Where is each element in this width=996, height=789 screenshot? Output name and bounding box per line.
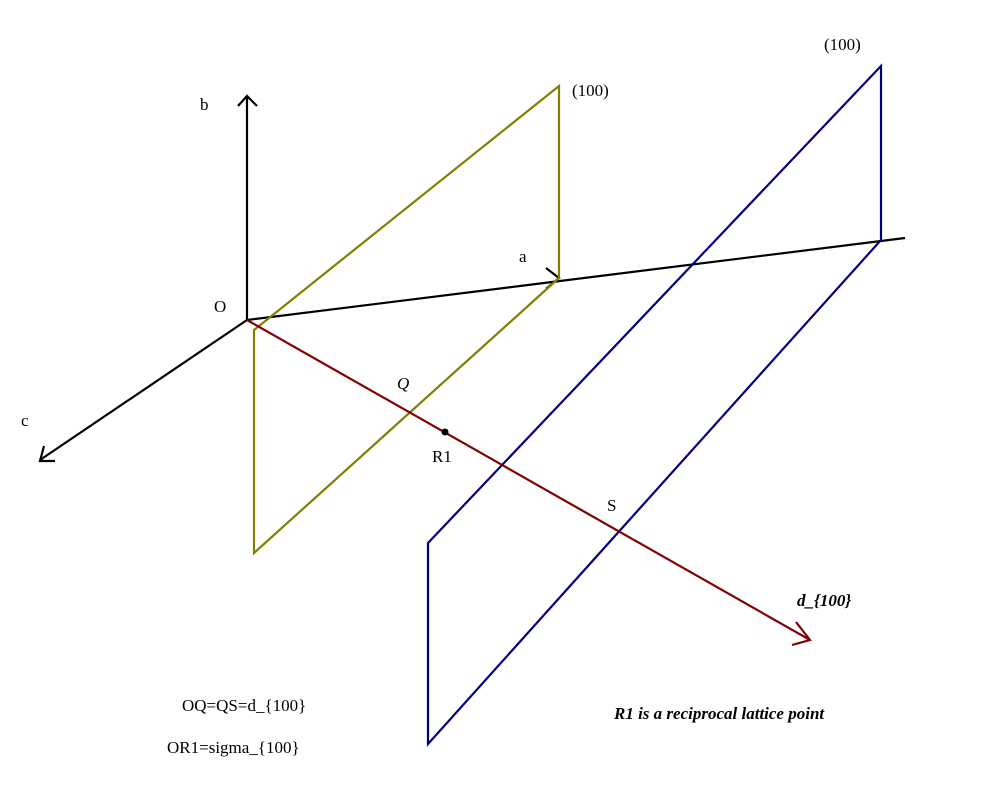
axis-a-line	[246, 236, 906, 322]
axis-c-arrowhead	[38, 445, 55, 463]
point-r1-dot	[441, 428, 449, 436]
axis-c-line	[39, 319, 248, 461]
normal-vector-line	[246, 319, 811, 641]
caption-reciprocal-point: R1 is a reciprocal lattice point	[614, 704, 825, 723]
label-plane-far-miller: (100)	[824, 35, 861, 54]
note-sigma-equation: OR1=sigma_{100}	[167, 738, 300, 757]
plane-100-near	[252, 83, 561, 556]
label-axis-a: a	[519, 247, 527, 266]
label-normal-vector: d_{100}	[797, 591, 852, 610]
note-distance-equation: OQ=QS=d_{100}	[182, 696, 307, 715]
normal-vector-arrowhead	[791, 621, 812, 647]
label-point-r1: R1	[432, 447, 452, 466]
label-point-s: S	[607, 496, 617, 515]
label-plane-near-miller: (100)	[572, 81, 609, 100]
label-axis-c: c	[21, 411, 29, 430]
label-axis-b: b	[200, 95, 209, 114]
label-origin: O	[214, 297, 227, 316]
label-point-q: Q	[397, 374, 410, 393]
axis-b-arrowhead	[237, 94, 258, 107]
plane-100-far	[426, 63, 883, 747]
